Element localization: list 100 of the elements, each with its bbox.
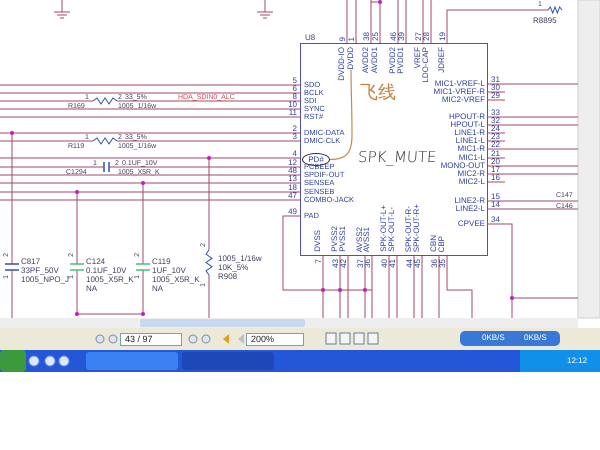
pin-label: AVDD2: [362, 47, 370, 74]
pin-label: PVDD1: [397, 47, 405, 74]
pin-number: 9: [339, 36, 347, 41]
pin-number: 34: [491, 216, 500, 224]
pin-number: 44: [406, 259, 414, 268]
handwritten-note: 飞线: [360, 84, 396, 102]
pin-number: 2: [292, 125, 297, 133]
pin-number: 35: [439, 259, 447, 268]
part-value: 1UF_10V: [152, 267, 186, 275]
part-value: 0.1UF_10V: [86, 267, 126, 275]
pin-label: AVSS2: [356, 226, 364, 252]
pin-number: 6: [292, 85, 297, 93]
pin-number: 16: [491, 174, 500, 182]
handwritten-note: SPK_MUTE: [357, 150, 437, 165]
pin-number: 33: [491, 109, 500, 117]
chip-label: U8: [305, 34, 316, 42]
part-label: C124: [86, 258, 106, 266]
pin-label: CBP: [438, 236, 446, 252]
pin-number: 13: [288, 175, 297, 183]
pin-number: 22: [491, 141, 500, 149]
pin-label: HPOUT-L: [450, 121, 485, 129]
pin-number: 25: [372, 32, 380, 41]
pin-label: LDO-CAP: [422, 47, 430, 83]
pin-label: SPK-OUT-R-: [405, 206, 413, 252]
part-value: 33PF_50V: [21, 267, 59, 275]
part-value: NA: [86, 285, 98, 293]
part-value: 1005_NPO_J: [21, 276, 70, 284]
pin-number: 19: [439, 32, 447, 41]
pin-number: 20: [491, 158, 500, 166]
pin-label: AVSS1: [363, 226, 371, 252]
part-label: R8895: [533, 17, 557, 25]
pin-number: 18: [288, 184, 297, 192]
pin-number: 4: [292, 150, 297, 158]
pin-number: 40: [381, 259, 389, 268]
pin-number: 28: [423, 32, 431, 41]
pin-number: 29: [491, 92, 500, 100]
part-label: R908: [218, 273, 238, 281]
pin-number: 31: [491, 76, 500, 84]
pin-number: 17: [491, 166, 500, 174]
part-value: 10K_5%: [218, 264, 248, 272]
pin-label: PVSS2: [331, 226, 339, 252]
pin-number: 49: [288, 208, 297, 216]
pin-label: LINE1-L: [456, 137, 485, 145]
pin-number: 21: [491, 150, 500, 158]
pin-label: JDREF: [438, 47, 446, 73]
speed-text: 0KB/S: [482, 334, 505, 342]
pin-number: 11: [288, 109, 297, 117]
pin-number: 39: [398, 32, 406, 41]
pin-label: DVDD: [347, 47, 355, 70]
pin-number: 15: [491, 193, 500, 201]
pin-label: MIC1-L: [458, 154, 485, 162]
pin-number: 41: [389, 259, 397, 268]
pin-label: SPK-OUT-L-: [388, 207, 396, 252]
pin-number: 38: [363, 32, 371, 41]
pin-label: CPVEE: [458, 220, 485, 228]
pin-number: 23: [491, 133, 500, 141]
pin-label: HPOUT-R: [449, 113, 485, 121]
page-number-field: 43 / 97: [120, 333, 182, 346]
part-label: C817: [21, 258, 40, 266]
pin-number: 30: [491, 84, 500, 92]
pin-number: 24: [491, 125, 500, 133]
pin-label: DVSS: [314, 230, 322, 252]
pin-label: AVDD1: [371, 47, 379, 74]
pin-number: 46: [390, 32, 398, 41]
pin-number: 36: [364, 259, 372, 268]
pin-number: 47: [288, 192, 297, 200]
pin-number: 8: [292, 93, 297, 101]
part-value: 1005_1/16w: [218, 255, 262, 263]
pin-number: 48: [288, 167, 297, 175]
pin-number: 45: [414, 259, 422, 268]
pin-label: MIC2-L: [458, 178, 485, 186]
pin-label: CBN: [430, 235, 438, 252]
pin-label: MIC1-R: [457, 145, 485, 153]
zoom-field: 200%: [246, 333, 304, 346]
pin-number: 37: [357, 259, 365, 268]
pin-label: MIC2-R: [457, 170, 485, 178]
part-value: 1005_X5R_K: [86, 276, 134, 284]
pin-label: PVSS1: [339, 226, 347, 252]
part-value: 1005_X5R_K: [152, 276, 200, 284]
pin-label: PVDD2: [389, 47, 397, 74]
pin-number: 5: [292, 77, 297, 85]
clock-text: 12:12: [567, 357, 588, 365]
part-label: C119: [152, 258, 171, 266]
pin-label: LINE1-R: [454, 129, 485, 137]
pin-label: MIC2-VREF: [442, 96, 485, 104]
speed-text: 0KB/S: [524, 334, 547, 342]
pin-label: LINE2-R: [454, 197, 485, 205]
pin-label: SPK-OUT-R+: [413, 204, 421, 252]
pin-label: MONO-OUT: [440, 162, 485, 170]
part-value: NA: [152, 285, 164, 293]
pin-number: 42: [340, 259, 348, 268]
pin-number: 7: [315, 259, 323, 264]
pin-label: VREF: [414, 47, 422, 68]
handwritten-line: [330, 70, 353, 160]
pin-label: MIC1-VREF-L: [434, 80, 485, 88]
pin-number: 3: [292, 133, 297, 141]
pin-number: 43: [332, 259, 340, 268]
pin-number: 36: [431, 259, 439, 268]
pin-label: SPK-OUT-L+: [380, 205, 388, 252]
pin-label: LINE2-L: [456, 205, 485, 213]
